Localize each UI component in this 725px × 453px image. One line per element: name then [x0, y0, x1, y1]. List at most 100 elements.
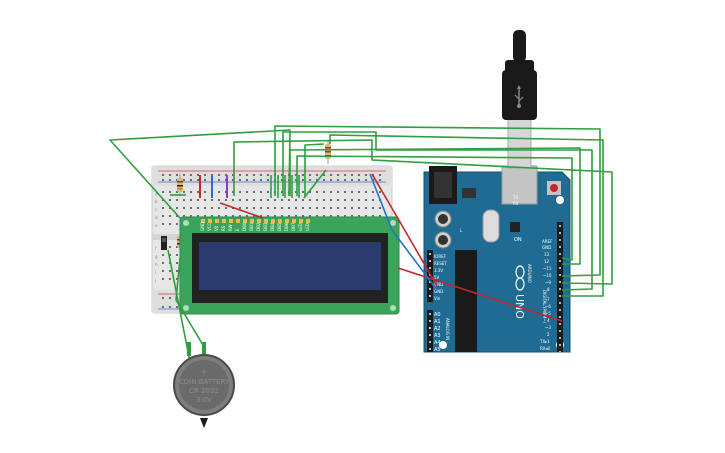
breadboard-hole	[274, 199, 276, 201]
rail-hole	[162, 179, 164, 181]
lcd-pin	[292, 219, 296, 223]
breadboard-hole	[232, 199, 234, 201]
rail-hole	[337, 179, 339, 181]
breadboard-hole	[323, 207, 325, 209]
breadboard-hole	[169, 215, 171, 217]
breadboard-hole	[379, 207, 381, 209]
breadboard-hole	[176, 262, 178, 264]
rail-hole	[169, 179, 171, 181]
breadboard-hole	[169, 270, 171, 272]
breadboard-hole	[344, 215, 346, 217]
arduino-analog-labels: A0 A1 A2 A3 A4 A5	[434, 312, 441, 353]
arduino-digital-pin	[559, 309, 561, 311]
small-switch[interactable]	[161, 236, 167, 250]
pin-label-a2: A2	[434, 326, 441, 332]
arduino-digital-pin	[559, 337, 561, 339]
lcd-pin	[201, 219, 205, 223]
lcd-pin-db0: DB0	[242, 222, 247, 231]
rail-hole	[169, 306, 171, 308]
breadboard-hole	[176, 207, 178, 209]
rail-hole	[260, 179, 262, 181]
breadboard-hole	[260, 215, 262, 217]
arduino-power-pin	[429, 253, 431, 255]
pin-label-reset: RESET	[434, 261, 447, 266]
arduino-power-pin	[429, 260, 431, 262]
breadboard-hole	[344, 191, 346, 193]
rail-hole	[295, 174, 297, 176]
arduino-uno[interactable]: ON TX RX L ARDUINO UNO DIGITAL (PWM~) IO…	[423, 165, 571, 353]
pin-label-ioref: IOREF	[434, 254, 447, 259]
arduino-digital-pin	[559, 260, 561, 262]
breadboard-hole	[190, 191, 192, 193]
usb-cable[interactable]	[502, 30, 537, 169]
wire-red-1	[219, 202, 264, 219]
breadboard-hole	[281, 215, 283, 217]
lcd-pin-db5: DB5	[277, 222, 282, 231]
breadboard-hole	[162, 262, 164, 264]
pin-label-9: ~9	[545, 280, 551, 285]
rail-hole	[162, 297, 164, 299]
reset-button[interactable]	[550, 184, 558, 192]
breadboard-hole	[295, 207, 297, 209]
arduino-power-pin	[429, 267, 431, 269]
usb-b-port	[501, 165, 538, 205]
breadboard-hole	[316, 207, 318, 209]
breadboard-hole	[351, 199, 353, 201]
breadboard-hole	[309, 207, 311, 209]
arduino-digital-pin	[559, 281, 561, 283]
breadboard-hole	[330, 191, 332, 193]
breadboard-hole	[253, 215, 255, 217]
breadboard-hole	[232, 191, 234, 193]
breadboard-hole	[358, 207, 360, 209]
arduino-digital-pin	[559, 267, 561, 269]
breadboard-hole	[176, 199, 178, 201]
pin-label-a4: A4	[434, 340, 441, 346]
digital-label: DIGITAL (PWM~)	[542, 290, 547, 324]
breadboard-hole	[190, 207, 192, 209]
breadboard-hole	[274, 207, 276, 209]
wire-green-5	[296, 155, 573, 261]
rail-hole	[253, 174, 255, 176]
breadboard-hole	[302, 207, 304, 209]
row-letter-b: b	[155, 199, 158, 204]
rail-hole	[295, 179, 297, 181]
rail-hole	[344, 174, 346, 176]
breadboard-hole	[169, 223, 171, 225]
arduino-digital-pin	[559, 344, 561, 346]
wire-red-3	[371, 173, 438, 287]
breadboard-hole	[197, 215, 199, 217]
breadboard-hole	[281, 191, 283, 193]
pin-label-6: ~6	[545, 304, 551, 309]
breadboard-hole	[169, 254, 171, 256]
coin-battery[interactable]: + COIN BATTERY CR 2032 3.0V	[173, 342, 235, 428]
arduino-brand: ARDUINO	[527, 264, 532, 283]
breadboard-hole	[176, 254, 178, 256]
breadboard-hole	[365, 199, 367, 201]
usb-icon	[514, 85, 524, 108]
rail-hole	[162, 306, 164, 308]
arduino-power-pin	[429, 295, 431, 297]
rail-hole	[190, 179, 192, 181]
row-letter-f: f	[155, 246, 157, 251]
rail-hole	[239, 174, 241, 176]
pin-label-a1: A1	[434, 319, 441, 325]
arduino-digital-pin	[559, 253, 561, 255]
lcd-pin	[243, 219, 247, 223]
l-led-label: L	[460, 228, 463, 233]
lcd-module[interactable]: GND VCC V0 RS RW E DB0 DB1 DB2 DB3 DB4 D…	[179, 216, 400, 315]
resistor-1[interactable]	[177, 174, 183, 196]
breadboard-hole	[162, 270, 164, 272]
breadboard-hole	[260, 207, 262, 209]
pin-label-10: ~10	[543, 273, 552, 278]
breadboard-hole	[183, 215, 185, 217]
breadboard-hole	[218, 207, 220, 209]
tx-led-label: TX	[512, 195, 518, 200]
row-letter-j: j	[154, 278, 156, 283]
breadboard-hole	[267, 191, 269, 193]
rail-hole	[337, 174, 339, 176]
breadboard-hole	[281, 199, 283, 201]
rail-hole	[267, 179, 269, 181]
breadboard-hole	[239, 191, 241, 193]
on-led-label: ON	[514, 237, 522, 243]
